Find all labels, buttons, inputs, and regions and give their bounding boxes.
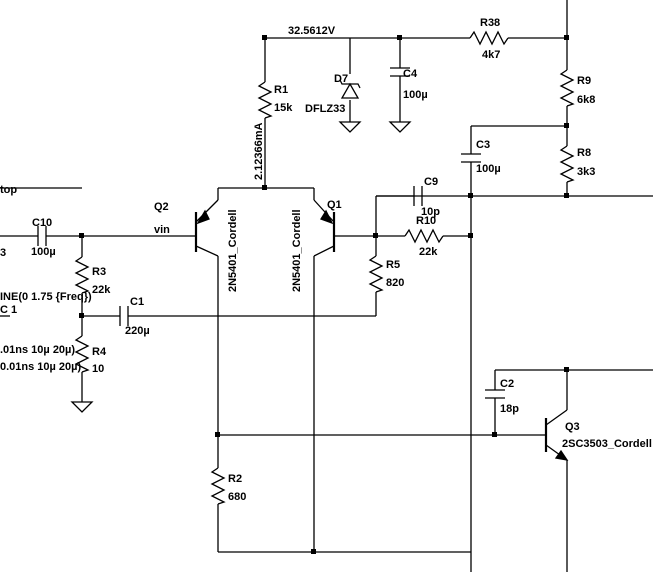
capacitor-c4-symbol[interactable] [390, 67, 410, 77]
resistor-r9-symbol[interactable] [559, 69, 575, 107]
c2-ref-label: C2 [500, 378, 514, 390]
q3-ref-label: Q3 [565, 421, 580, 433]
junction-dot [215, 432, 220, 437]
resistor-r4-symbol[interactable] [74, 335, 90, 373]
ground-icon [388, 121, 412, 133]
r5-value-label: 820 [386, 277, 404, 289]
c2-value-label: 18p [500, 403, 519, 415]
r1-value-label: 15k [274, 102, 293, 114]
junction-dot [262, 185, 267, 190]
junction-dot [262, 35, 267, 40]
r3-ref-label: R3 [92, 266, 106, 278]
c4-value-label: 100µ [403, 89, 428, 101]
r4-value-label: 10 [92, 363, 104, 375]
resistor-r2-symbol[interactable] [210, 467, 226, 505]
r5-ref-label: R5 [386, 259, 400, 271]
c4-ref-label: C4 [403, 68, 418, 80]
c9-ref-label: C9 [424, 176, 438, 188]
q3-value-label: 2SC3503_Cordell [562, 438, 652, 450]
resistor-r1-symbol[interactable] [257, 81, 273, 119]
junction-dot [311, 549, 316, 554]
q1-ref-label: Q1 [327, 199, 342, 211]
resistor-r10-symbol[interactable] [404, 228, 444, 244]
c1-ref-label: C1 [130, 296, 144, 308]
d7-ref-label: D7 [334, 73, 348, 85]
q2-ref-label: Q2 [154, 201, 169, 213]
r2-value-label: 680 [228, 491, 246, 503]
r3-value-label: 22k [92, 284, 111, 296]
ground-icon [338, 121, 362, 133]
c9-value-label: 10p [421, 206, 440, 218]
c3-ref-label: C3 [476, 139, 490, 151]
c10-ref-label: C10 [32, 217, 52, 229]
pulse-source-directive-2: 0.01ns 10µ 20µ) [0, 361, 82, 373]
r9-value-label: 6k8 [577, 94, 595, 106]
pulse-source-directive-1: .01ns 10µ 20µ) [0, 344, 75, 356]
r8-value-label: 3k3 [577, 166, 595, 178]
q1-value-label: 2N5401_Cordell [291, 209, 303, 292]
transistor-q2-symbol[interactable] [190, 199, 219, 257]
junction-dot [373, 233, 378, 238]
capacitor-c2-symbol[interactable] [485, 389, 505, 399]
resistor-r8-symbol[interactable] [559, 145, 575, 183]
r1-ref-label: R1 [274, 84, 288, 96]
junction-dot [397, 35, 402, 40]
r4-ref-label: R4 [92, 346, 107, 358]
vin-net-label: vin [154, 224, 170, 236]
r38-value-label: 4k7 [482, 49, 500, 61]
supply-voltage-label: 32.5612V [288, 25, 336, 37]
r10-ref-label: R10 [416, 215, 436, 227]
left-edge-text-3: 3 [0, 247, 6, 259]
ground-icon [70, 401, 94, 413]
junction-dot [564, 193, 569, 198]
junction-dot [564, 123, 569, 128]
r8-ref-label: R8 [577, 147, 591, 159]
capacitor-c10-symbol[interactable] [37, 226, 47, 246]
junction-dot [564, 367, 569, 372]
ac-source-directive: C 1 [0, 304, 17, 316]
junction-dot [492, 432, 497, 437]
left-edge-text-top: top [0, 184, 17, 196]
q2-value-label: 2N5401_Cordell [227, 209, 239, 292]
junction-dots [79, 35, 569, 554]
c3-value-label: 100µ [476, 163, 501, 175]
c10-value-label: 100µ [31, 246, 56, 258]
transistor-q1-symbol[interactable] [313, 199, 340, 257]
junction-dot [79, 233, 84, 238]
capacitor-c1-symbol[interactable] [119, 306, 129, 326]
r10-value-label: 22k [419, 246, 438, 258]
r9-ref-label: R9 [577, 75, 591, 87]
junction-dot [564, 35, 569, 40]
r2-ref-label: R2 [228, 473, 242, 485]
junction-dot [468, 233, 473, 238]
capacitor-c3-symbol[interactable] [461, 153, 481, 163]
resistor-r38-symbol[interactable] [469, 30, 509, 46]
d7-value-label: DFLZ33 [305, 103, 345, 115]
transistor-q3-symbol[interactable] [540, 409, 569, 461]
zener-diode-d7-symbol[interactable] [339, 79, 361, 99]
junction-dot [468, 193, 473, 198]
sine-source-directive: INE(0 1.75 {Freq}) [0, 291, 92, 303]
resistor-r5-symbol[interactable] [368, 255, 384, 293]
capacitor-c9-symbol[interactable] [376, 186, 423, 206]
tail-current-label: 2.12366mA [253, 122, 265, 180]
resistor-r3-symbol[interactable] [74, 256, 90, 294]
junction-dot [79, 313, 84, 318]
r38-ref-label: R38 [480, 17, 500, 29]
c1-value-label: 220µ [125, 325, 150, 337]
